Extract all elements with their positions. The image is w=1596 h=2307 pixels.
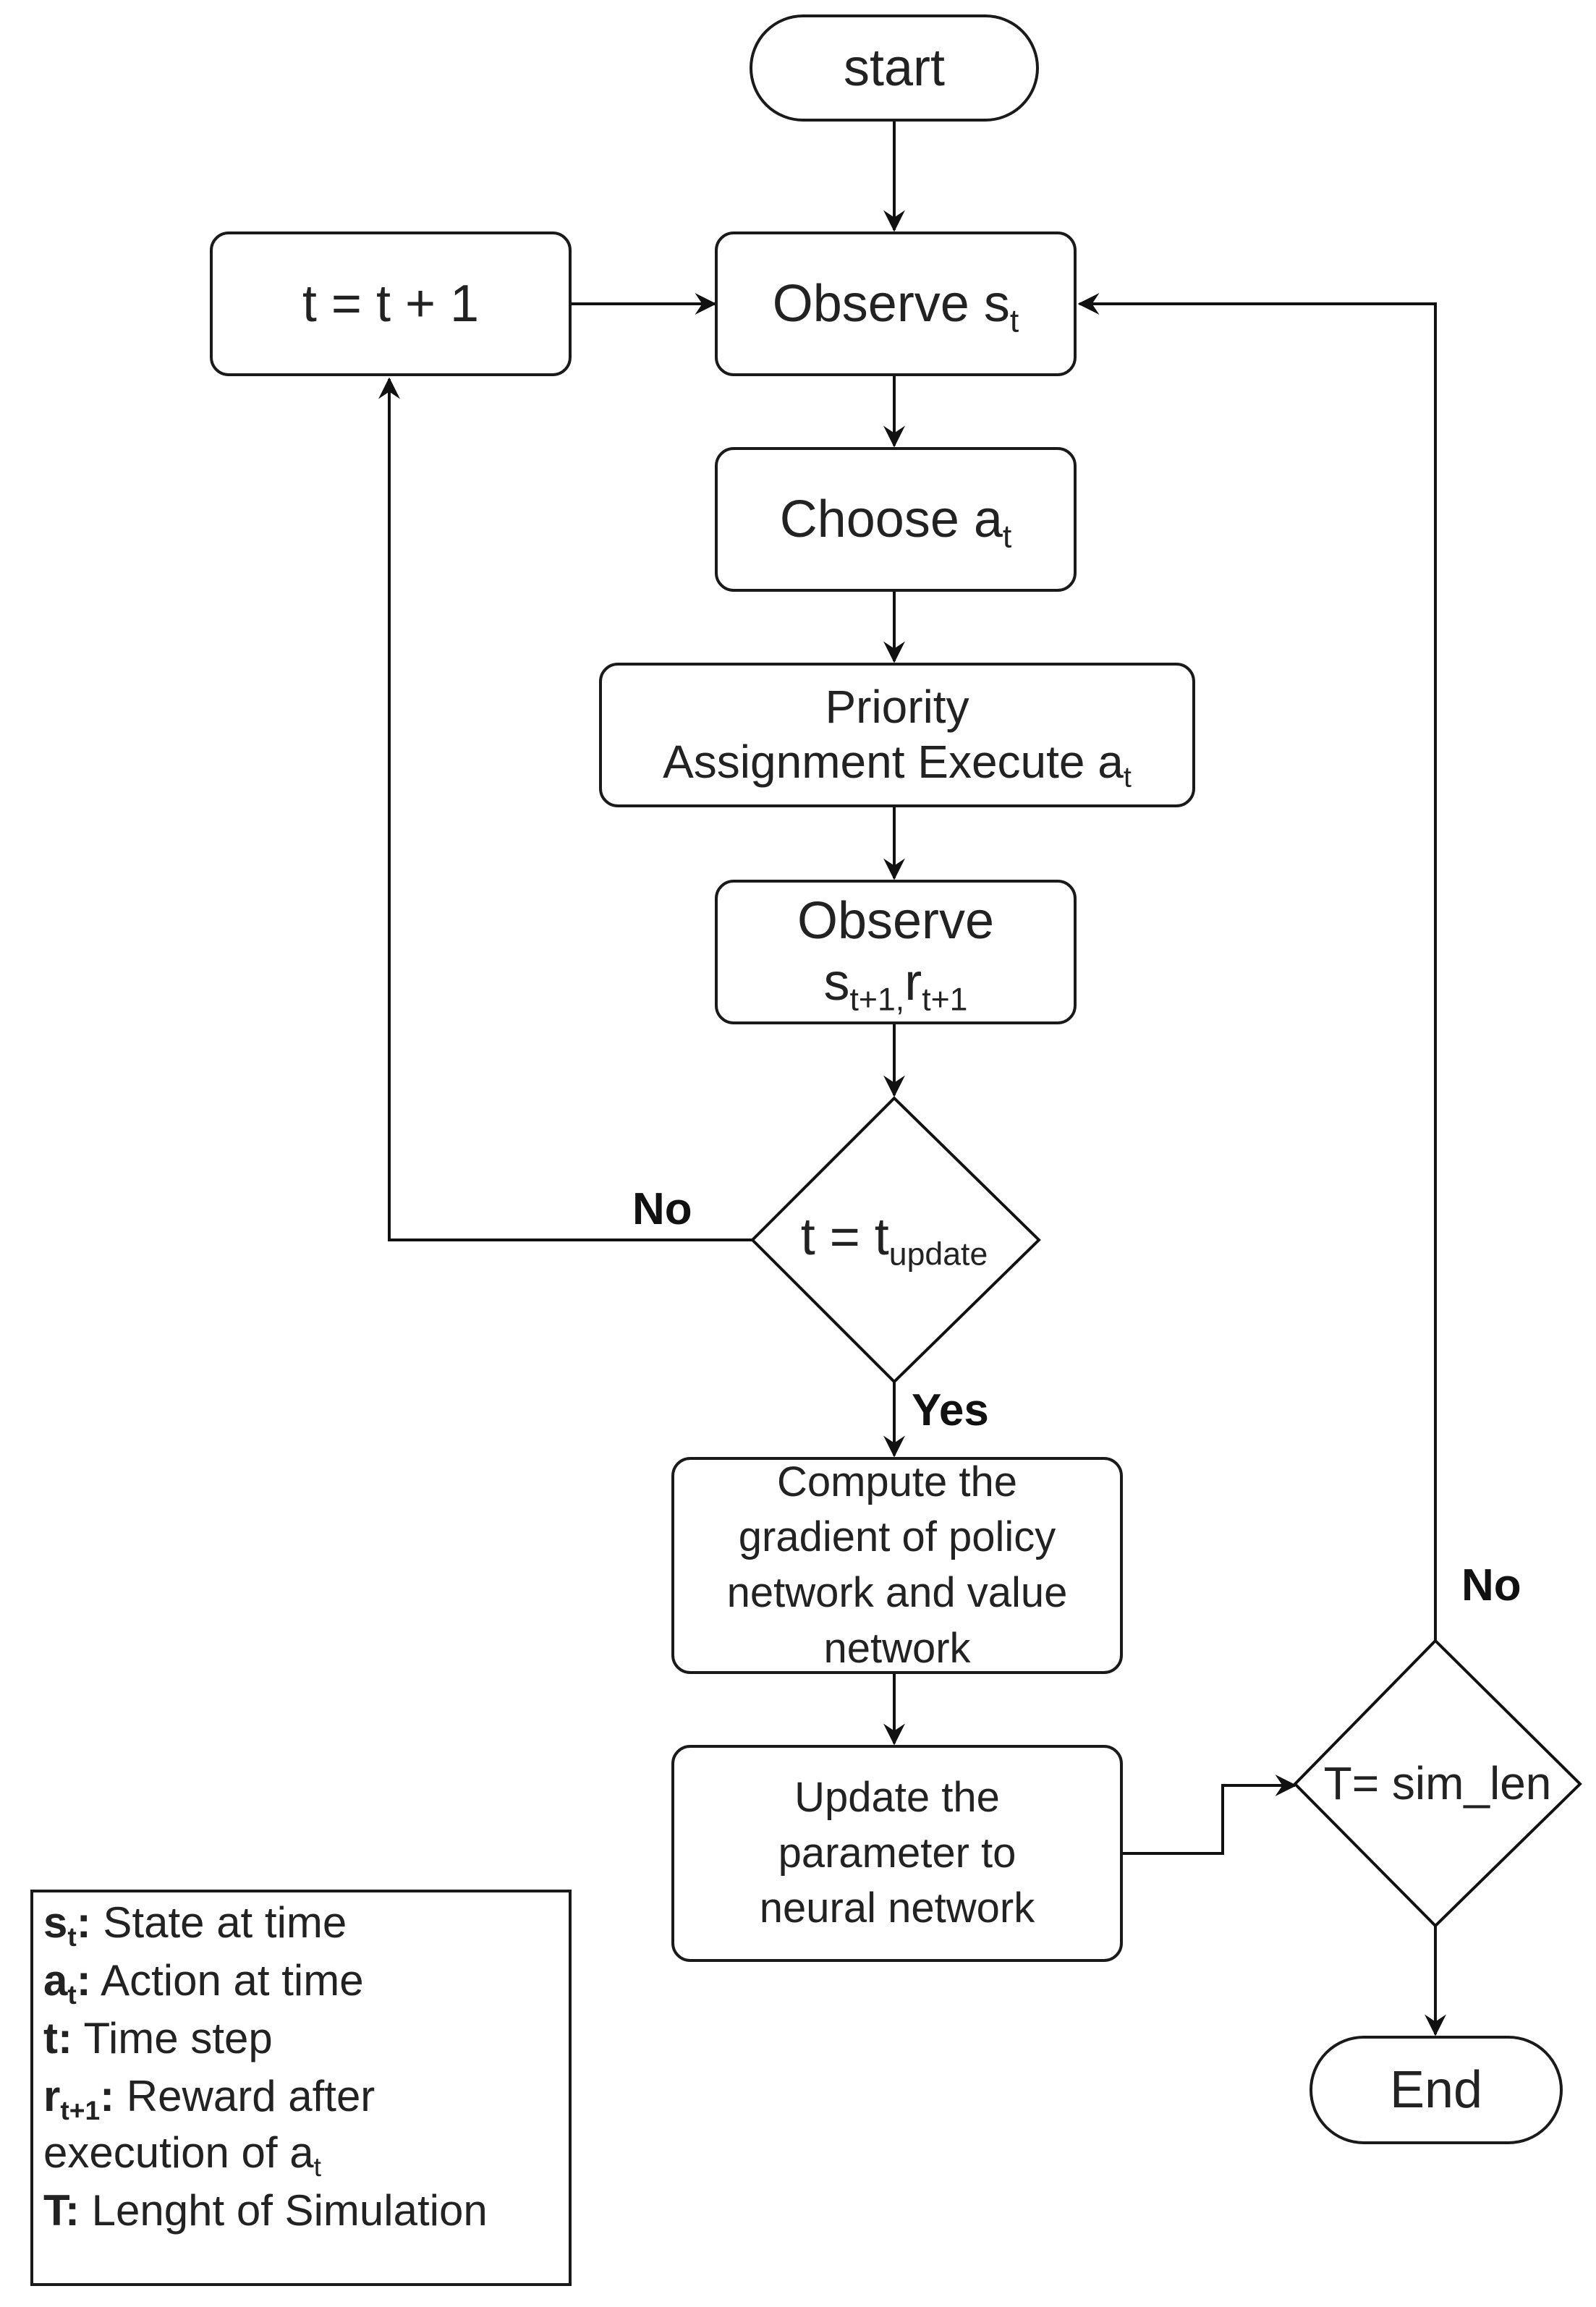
decision-update-diamond	[750, 1096, 1041, 1384]
compute-line2: gradient of policy	[738, 1513, 1056, 1561]
increment-process: t = t + 1	[210, 231, 572, 376]
choose-action-label: Choose at	[779, 490, 1012, 554]
legend-item-action: at: Action at time	[43, 1956, 364, 2010]
choose-action-process: Choose at	[715, 447, 1077, 592]
edge-label-no-update: No	[632, 1184, 692, 1234]
compute-line4: network	[823, 1624, 971, 1672]
observe-next-line1: Observe	[797, 892, 995, 951]
decision-sim-diamond	[1293, 1639, 1582, 1928]
end-terminal: End	[1310, 2036, 1563, 2144]
legend-item-reward: rt+1: Reward after execution of at	[43, 2072, 375, 2182]
decision-update-label: t = tupdate	[800, 1208, 988, 1273]
increment-label: t = t + 1	[302, 274, 480, 333]
observe-next-line2: st+1,rt+1	[823, 953, 968, 1018]
legend-item-state: st: State at time	[43, 1898, 347, 1952]
edge-label-yes-update: Yes	[912, 1385, 989, 1435]
legend-item-time: t: Time step	[43, 2014, 273, 2062]
update-parameter-process: Update the parameter to neural network	[671, 1745, 1123, 1962]
update-line3: neural network	[759, 1885, 1035, 1932]
arrow-decision-no-to-increment	[378, 377, 752, 1241]
update-line2: parameter to	[778, 1829, 1016, 1877]
legend-box: st: State at time at: Action at time t: …	[30, 1890, 572, 2286]
arrow-update-to-sim-decision	[1121, 1775, 1297, 1855]
start-label: start	[843, 38, 946, 97]
compute-line1: Compute the	[776, 1458, 1018, 1505]
observe-state-process: Observe st	[715, 231, 1077, 376]
observe-next-process: Observe st+1,rt+1	[715, 880, 1077, 1024]
observe-state-label: Observe st	[772, 274, 1019, 339]
end-label: End	[1389, 2060, 1483, 2119]
compute-line3: network and value	[726, 1569, 1068, 1616]
compute-gradient-process: Compute the gradient of policy network a…	[671, 1457, 1123, 1674]
priority-line2: Assignment Execute at	[663, 736, 1132, 794]
priority-line1: Priority	[825, 681, 969, 734]
edge-label-no-sim: No	[1461, 1560, 1521, 1610]
arrow-sim-decision-no-to-observe	[1077, 293, 1437, 1641]
legend-item-length: T: Lenght of Simulation	[43, 2186, 488, 2235]
decision-sim-label: T= sim_len	[1323, 1757, 1552, 1809]
start-terminal: start	[750, 14, 1039, 122]
update-line1: Update the	[794, 1774, 1000, 1822]
priority-assignment-process: Priority Assignment Execute at	[599, 663, 1195, 807]
